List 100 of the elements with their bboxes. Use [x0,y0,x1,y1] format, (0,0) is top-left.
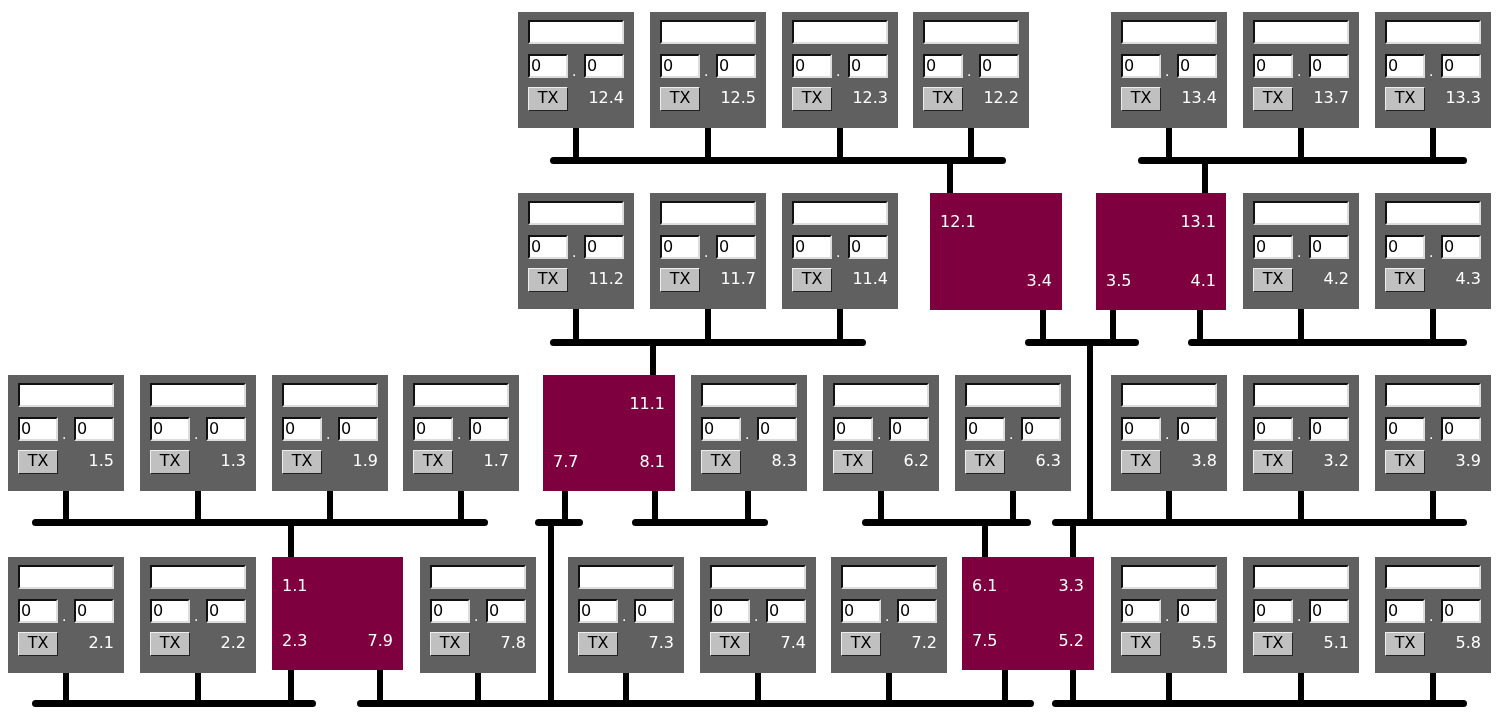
device-panel [823,375,939,491]
address-label: 4.2 [1323,270,1349,288]
number-field: 0 [338,417,378,441]
device-panel [8,375,124,491]
separator-dot: . [1429,245,1434,259]
address-label: 4.3 [1455,270,1481,288]
tx-button: TX [578,632,618,656]
number-field: 0 [1385,235,1425,259]
device-panel [140,557,256,673]
number-field: 0 [1309,599,1349,623]
number-field: 0 [578,599,618,623]
tx-button: TX [660,87,700,111]
device-panel [831,557,947,673]
device-panel [700,557,816,673]
separator-dot: . [326,427,331,441]
bus-link [458,491,464,522]
address-label: 1.3 [220,452,246,470]
port-address: 3.5 [1106,272,1132,290]
separator-dot: . [1297,427,1302,441]
separator-dot: . [836,64,841,78]
number-field: 0 [701,417,741,441]
number-field: 0 [979,54,1019,78]
router-box [543,375,675,491]
address-label: 1.7 [483,452,509,470]
bus-link [1166,673,1172,703]
network-bus [32,699,316,707]
device-panel [1243,375,1359,491]
tx-button: TX [150,632,190,656]
address-label: 6.2 [903,452,929,470]
address-label: 6.3 [1035,452,1061,470]
tx-button: TX [18,450,58,474]
separator-dot: . [572,64,577,78]
bus-link [705,309,711,342]
separator-dot: . [1297,64,1302,78]
bus-link [1070,670,1076,703]
tx-button: TX [1253,87,1293,111]
address-label: 7.4 [780,634,806,652]
address-label: 5.8 [1455,634,1481,652]
number-field: 0 [206,599,246,623]
bus-link [652,491,658,522]
port-address: 7.7 [553,453,579,471]
bus-link [63,491,69,522]
number-field: 0 [766,599,806,623]
tx-button: TX [18,632,58,656]
separator-dot: . [877,427,882,441]
number-field: 0 [1441,54,1481,78]
device-panel [1243,193,1359,309]
device-panel [518,12,634,128]
address-label: 12.4 [588,89,624,107]
separator-dot: . [1429,609,1434,623]
device-panel [913,12,1029,128]
number-field: 0 [923,54,963,78]
separator-dot: . [1009,427,1014,441]
bus-link [195,673,201,703]
separator-dot: . [474,609,479,623]
bus-link [63,673,69,703]
address-label: 12.3 [852,89,888,107]
number-field: 0 [1253,54,1293,78]
device-panel [403,375,519,491]
port-address: 8.1 [639,453,665,471]
bus-link [1430,491,1436,522]
bus-link [1430,673,1436,703]
device-panel [568,557,684,673]
number-field: 0 [18,599,58,623]
number-field: 0 [1253,235,1293,259]
bus-link [1040,310,1046,342]
number-field: 0 [1441,235,1481,259]
tx-button: TX [841,632,881,656]
number-field: 0 [1385,599,1425,623]
tx-button: TX [1121,87,1161,111]
number-field: 0 [584,235,624,259]
separator-dot: . [1297,245,1302,259]
device-panel [782,193,898,309]
address-label: 8.3 [771,452,797,470]
router-box [962,557,1094,670]
port-address: 11.1 [629,395,665,413]
network-bus [550,338,866,346]
device-panel [1375,375,1491,491]
number-field: 0 [833,417,873,441]
bus-link [1197,310,1203,342]
device-panel [8,557,124,673]
number-field: 0 [1385,54,1425,78]
port-address: 4.1 [1190,272,1216,290]
port-address: 7.5 [972,632,998,650]
bus-link [327,491,333,522]
tx-button: TX [1253,632,1293,656]
port-address: 7.9 [367,632,393,650]
bus-link [1430,309,1436,342]
number-field: 0 [282,417,322,441]
bus-link [755,673,761,703]
device-panel [1243,12,1359,128]
number-field: 0 [660,54,700,78]
tx-button: TX [413,450,453,474]
port-address: 1.1 [282,577,308,595]
device-panel [691,375,807,491]
tx-button: TX [528,268,568,292]
separator-dot: . [704,245,709,259]
number-field: 0 [1177,417,1217,441]
device-panel [140,375,256,491]
separator-dot: . [622,609,627,623]
